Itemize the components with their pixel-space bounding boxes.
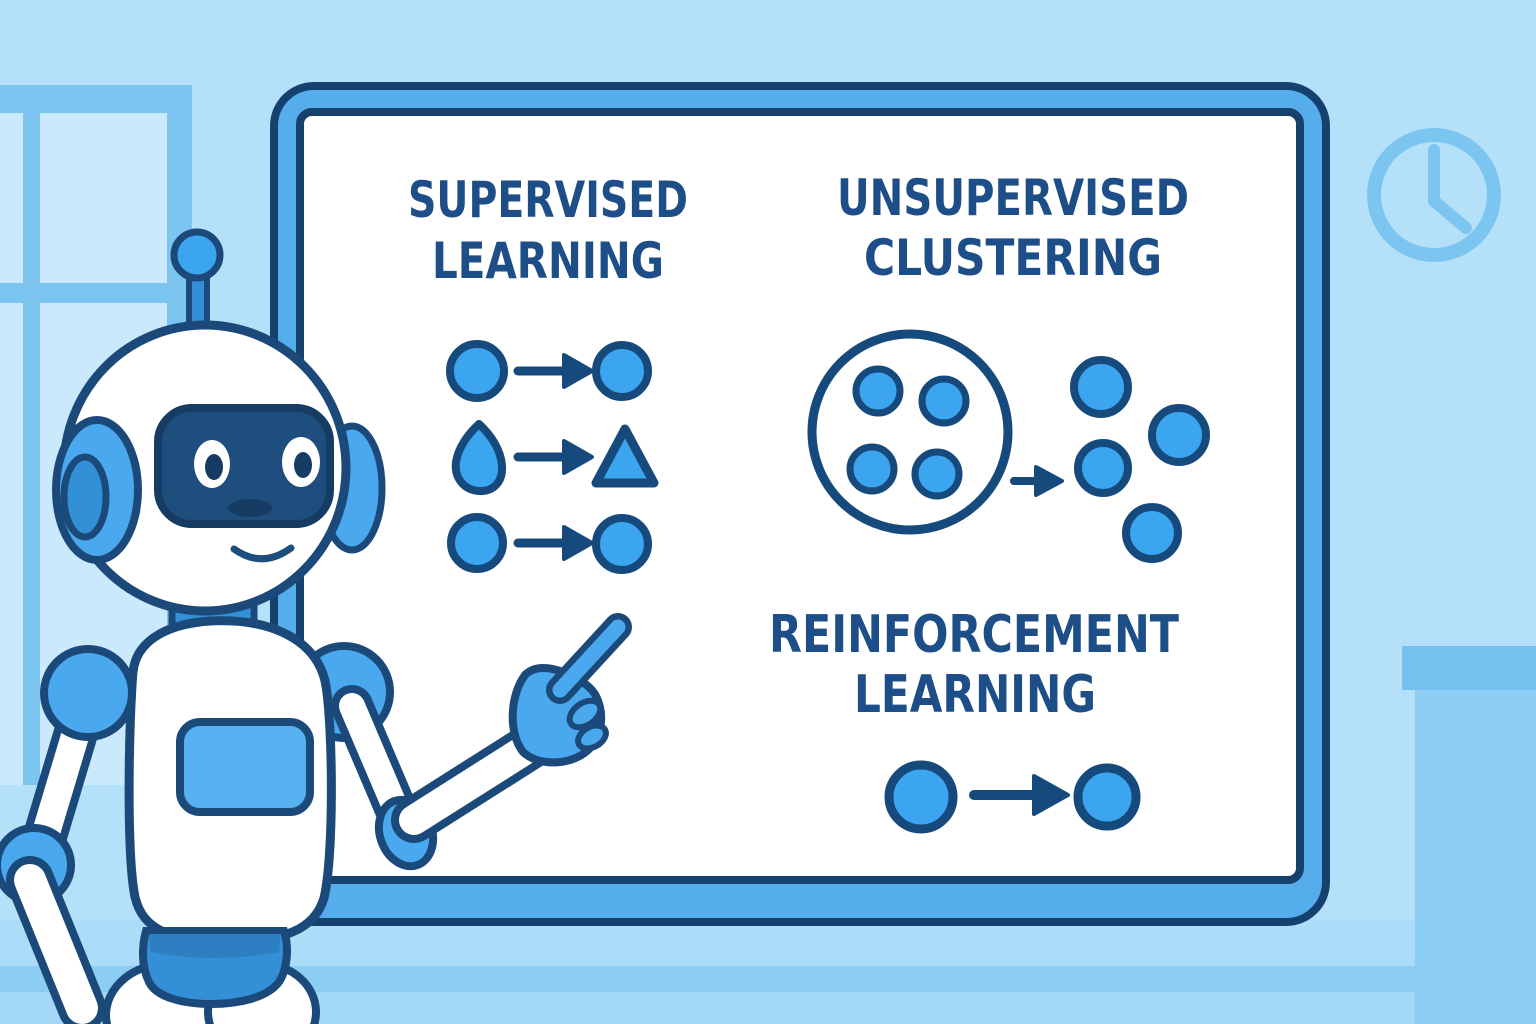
ear-inner-ring	[60, 453, 110, 541]
reinforcement-title-line2: LEARNING	[854, 665, 1096, 725]
left-pupil	[205, 454, 223, 480]
right-pupil	[294, 452, 312, 478]
desk-body	[1415, 690, 1536, 1024]
cluster-boundary-circle	[807, 329, 1013, 535]
wall-clock	[1367, 128, 1501, 262]
left-forearm	[14, 864, 98, 1024]
folded-finger	[566, 697, 604, 731]
robot-teacher	[0, 228, 632, 1024]
robot-pointing-arm	[294, 642, 557, 871]
folded-finger	[575, 722, 609, 752]
panel-unsupervised-clustering: UNSUPERVISED CLUSTERING	[807, 169, 1210, 563]
left-shoulder-joint	[40, 645, 136, 741]
chest-panel	[176, 718, 314, 816]
robot-pointing-hand	[508, 613, 632, 767]
index-finger	[552, 619, 626, 698]
waist-shadow	[149, 934, 281, 958]
cluster-dot	[911, 448, 963, 500]
antenna-ball	[170, 228, 224, 282]
reinforcement-title-line1: REINFORCEMENT	[769, 605, 1179, 665]
smile	[230, 544, 295, 563]
arrow-head	[562, 525, 594, 561]
supervised-title-line1: SUPERVISED	[408, 171, 688, 229]
robot-torso	[124, 616, 336, 946]
clock-hour-hand	[1428, 195, 1472, 234]
output-triangle	[591, 424, 659, 488]
right-forearm	[399, 729, 549, 835]
visor-nose-shadow	[228, 499, 272, 517]
scatter-dot	[1070, 356, 1132, 418]
scatter-dot	[1074, 439, 1132, 497]
arrow-head	[562, 439, 594, 475]
state-circle	[1073, 763, 1141, 831]
input-circle	[447, 513, 507, 573]
arrow-head	[562, 353, 594, 389]
cluster-dot	[852, 365, 904, 417]
robot-left-ear	[52, 416, 142, 564]
output-circle	[592, 514, 652, 574]
scatter-dot	[1148, 404, 1210, 466]
unsupervised-title-line2: CLUSTERING	[864, 229, 1162, 287]
arrow-head	[1034, 465, 1064, 497]
desk	[1402, 646, 1536, 1024]
supervised-title-line2: LEARNING	[432, 232, 664, 290]
robot-left-arm	[0, 645, 136, 1024]
panel-reinforcement-learning: REINFORCEMENT LEARNING	[769, 605, 1179, 834]
window-frame-left-bar	[23, 85, 40, 785]
clock-face	[1367, 128, 1501, 262]
scatter-dot	[1122, 503, 1182, 563]
robot-face	[154, 404, 334, 563]
window-frame-mullion	[0, 283, 192, 303]
robot-visor	[154, 404, 334, 528]
panel-supervised-learning: SUPERVISED LEARNING	[408, 171, 688, 574]
state-circle	[884, 760, 958, 834]
input-drop	[451, 420, 507, 496]
unsupervised-title-line1: UNSUPERVISED	[837, 169, 1189, 227]
cluster-dot	[846, 443, 898, 495]
arrow-head	[1032, 774, 1070, 816]
input-circle	[446, 340, 508, 402]
desk-top-edge	[1402, 646, 1536, 690]
output-circle	[592, 341, 652, 401]
cluster-dot	[918, 375, 970, 427]
